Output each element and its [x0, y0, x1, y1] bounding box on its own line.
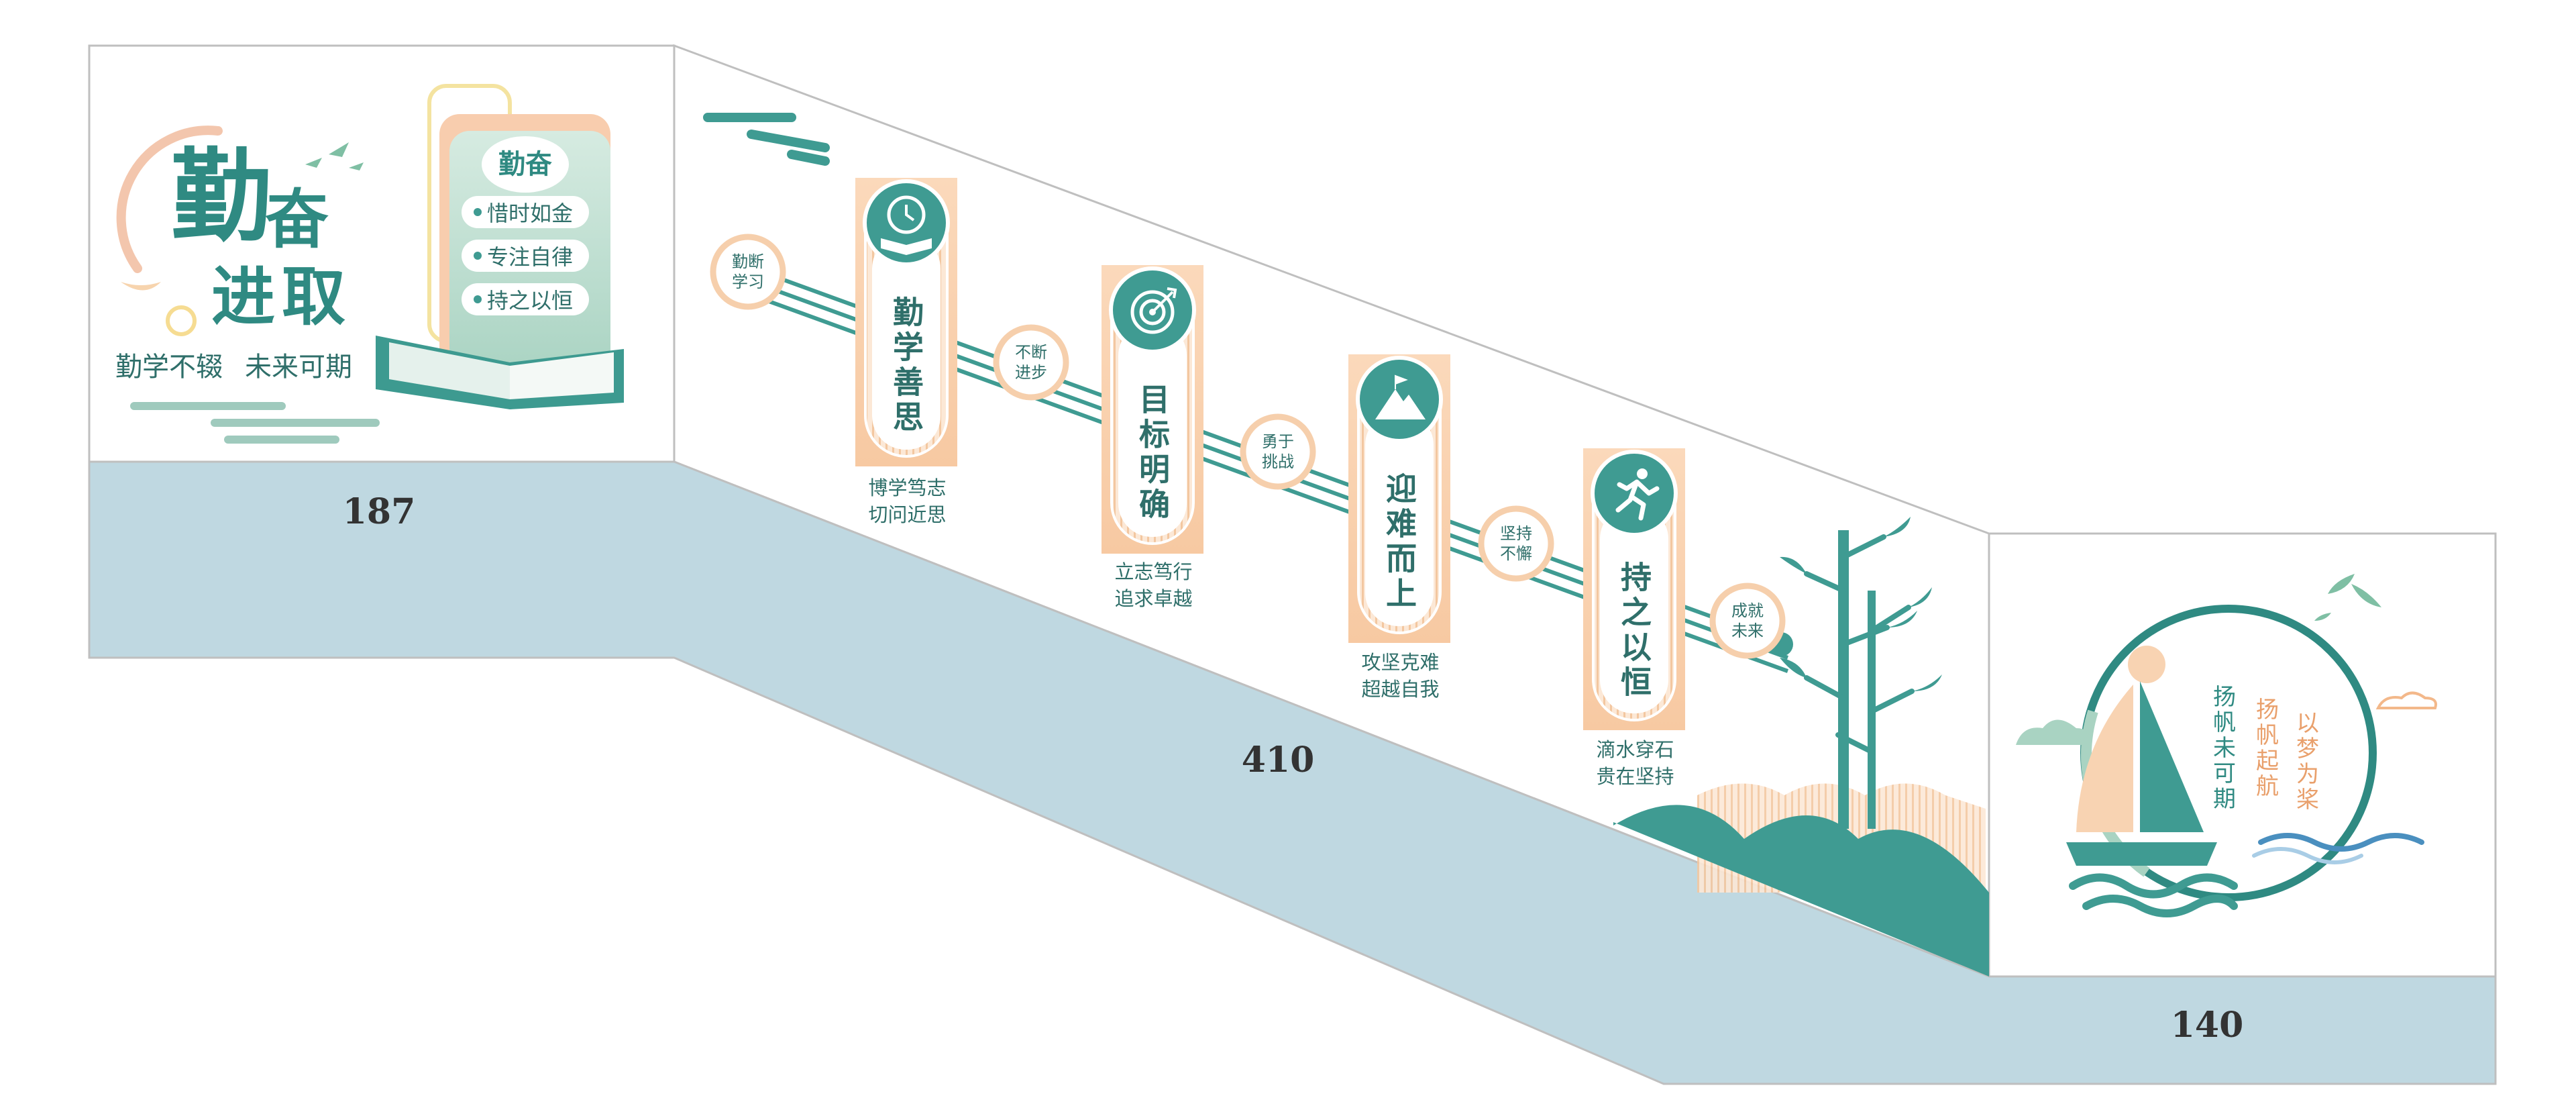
title-char-1: 勤: [171, 138, 272, 256]
step-caption-1a: 博学笃志: [868, 476, 947, 499]
step-card-1: [855, 178, 957, 466]
dimension-middle: 410: [1242, 740, 1315, 781]
step-caption-3a: 攻坚克难: [1361, 651, 1440, 674]
node-text-4b: 不懈: [1500, 544, 1532, 563]
step-card-4: [1583, 448, 1685, 730]
book-page-right: [510, 352, 614, 399]
step-title-2: 目标明确: [1134, 383, 1171, 523]
waves-icon: [2069, 873, 2238, 917]
timeline-node-final: 成就 未来: [1709, 583, 1786, 659]
motto-right: 未来可期: [245, 352, 352, 383]
node-text-5a: 成就: [1731, 601, 1764, 620]
step-title-4: 持之以恒: [1616, 561, 1652, 701]
stair-band: [88, 460, 2497, 1085]
right-wall-panel: [1988, 532, 2497, 978]
node-text-4a: 坚持: [1500, 524, 1532, 543]
cloud-icon: [2375, 691, 2437, 709]
cloud-lines: [130, 402, 380, 444]
cloud-icon: [2016, 719, 2090, 745]
node-text-1b: 学习: [732, 272, 764, 291]
boat-hull: [2066, 842, 2217, 866]
motto-left: 勤学不辍: [115, 352, 223, 383]
step-caption-3b: 超越自我: [1361, 678, 1440, 701]
node-text-3b: 挑战: [1262, 452, 1294, 471]
dimension-right: 140: [2171, 1005, 2244, 1046]
timeline-node: 坚持 不懈: [1478, 505, 1554, 582]
timeline-node: 勤断 学习: [710, 234, 786, 310]
step-caption-2a: 立志笃行: [1114, 560, 1193, 583]
card-item-1: 惜时如金: [487, 201, 573, 226]
node-text-1a: 勤断: [732, 252, 764, 271]
runner-icon: [1615, 468, 1660, 521]
step-card-3: [1348, 354, 1450, 643]
step-caption-1b: 切问近思: [868, 503, 947, 526]
node-text-5b: 未来: [1731, 621, 1764, 640]
step-title-3: 迎难而上: [1381, 472, 1417, 612]
timeline-node: 不断 进步: [993, 324, 1069, 401]
landscape-decor: [1613, 517, 1989, 976]
right-text-col2: 扬帆起航: [2251, 697, 2279, 799]
step-title-1: 勤学善思: [888, 296, 924, 436]
card-title-bubble: [482, 136, 569, 193]
clock-book-icon: [881, 195, 932, 255]
wave-accent: [2252, 847, 2363, 864]
card-pill: [462, 240, 589, 272]
sun-icon: [2128, 646, 2165, 683]
sail-back: [2076, 685, 2133, 832]
bird-icon: [2328, 574, 2381, 607]
cloud-lines: [703, 113, 830, 166]
bamboo-icon: [1780, 517, 1942, 829]
book-page-left: [389, 342, 510, 399]
decor-sun: [166, 305, 197, 336]
step-caption-4a: 滴水穿石: [1596, 738, 1674, 761]
mountain-flag-icon: [1375, 374, 1426, 419]
bullet-dot: [474, 252, 482, 260]
right-emblem: [2016, 574, 2437, 917]
title-char-2: 奋: [265, 183, 329, 257]
timeline-node: 勇于 挑战: [1240, 413, 1316, 490]
bird-icon: [349, 162, 364, 170]
bird-icon: [305, 142, 349, 168]
node-text-2b: 进步: [1015, 363, 1047, 382]
target-icon: [1130, 287, 1177, 334]
node-text-3a: 勇于: [1262, 432, 1294, 451]
right-text-col1: 扬帆未可期: [2208, 685, 2236, 812]
right-text-col3: 以梦为桨: [2292, 711, 2319, 813]
dimension-left: 187: [343, 491, 416, 532]
bullet-dot: [474, 295, 482, 303]
wave-accent: [2258, 833, 2424, 852]
card-title: 勤奋: [498, 148, 552, 180]
card-item-2: 专注自律: [487, 244, 573, 270]
title-char-4: 取: [282, 260, 345, 334]
step-card-2: [1102, 265, 1203, 554]
card-pill: [462, 196, 589, 228]
card-pill: [462, 283, 589, 315]
card-item-3: 持之以恒: [487, 288, 573, 313]
sail-front: [2140, 681, 2204, 832]
swallow-icon: [121, 282, 161, 291]
bullet-dot: [474, 208, 482, 216]
step-caption-2b: 追求卓越: [1114, 587, 1193, 610]
bird-icon: [2314, 613, 2331, 621]
decor-arc: [116, 125, 223, 273]
title-char-3: 进: [211, 260, 275, 334]
node-text-2a: 不断: [1015, 343, 1047, 362]
step-caption-4b: 贵在坚持: [1596, 765, 1674, 788]
left-decor: [116, 84, 624, 444]
